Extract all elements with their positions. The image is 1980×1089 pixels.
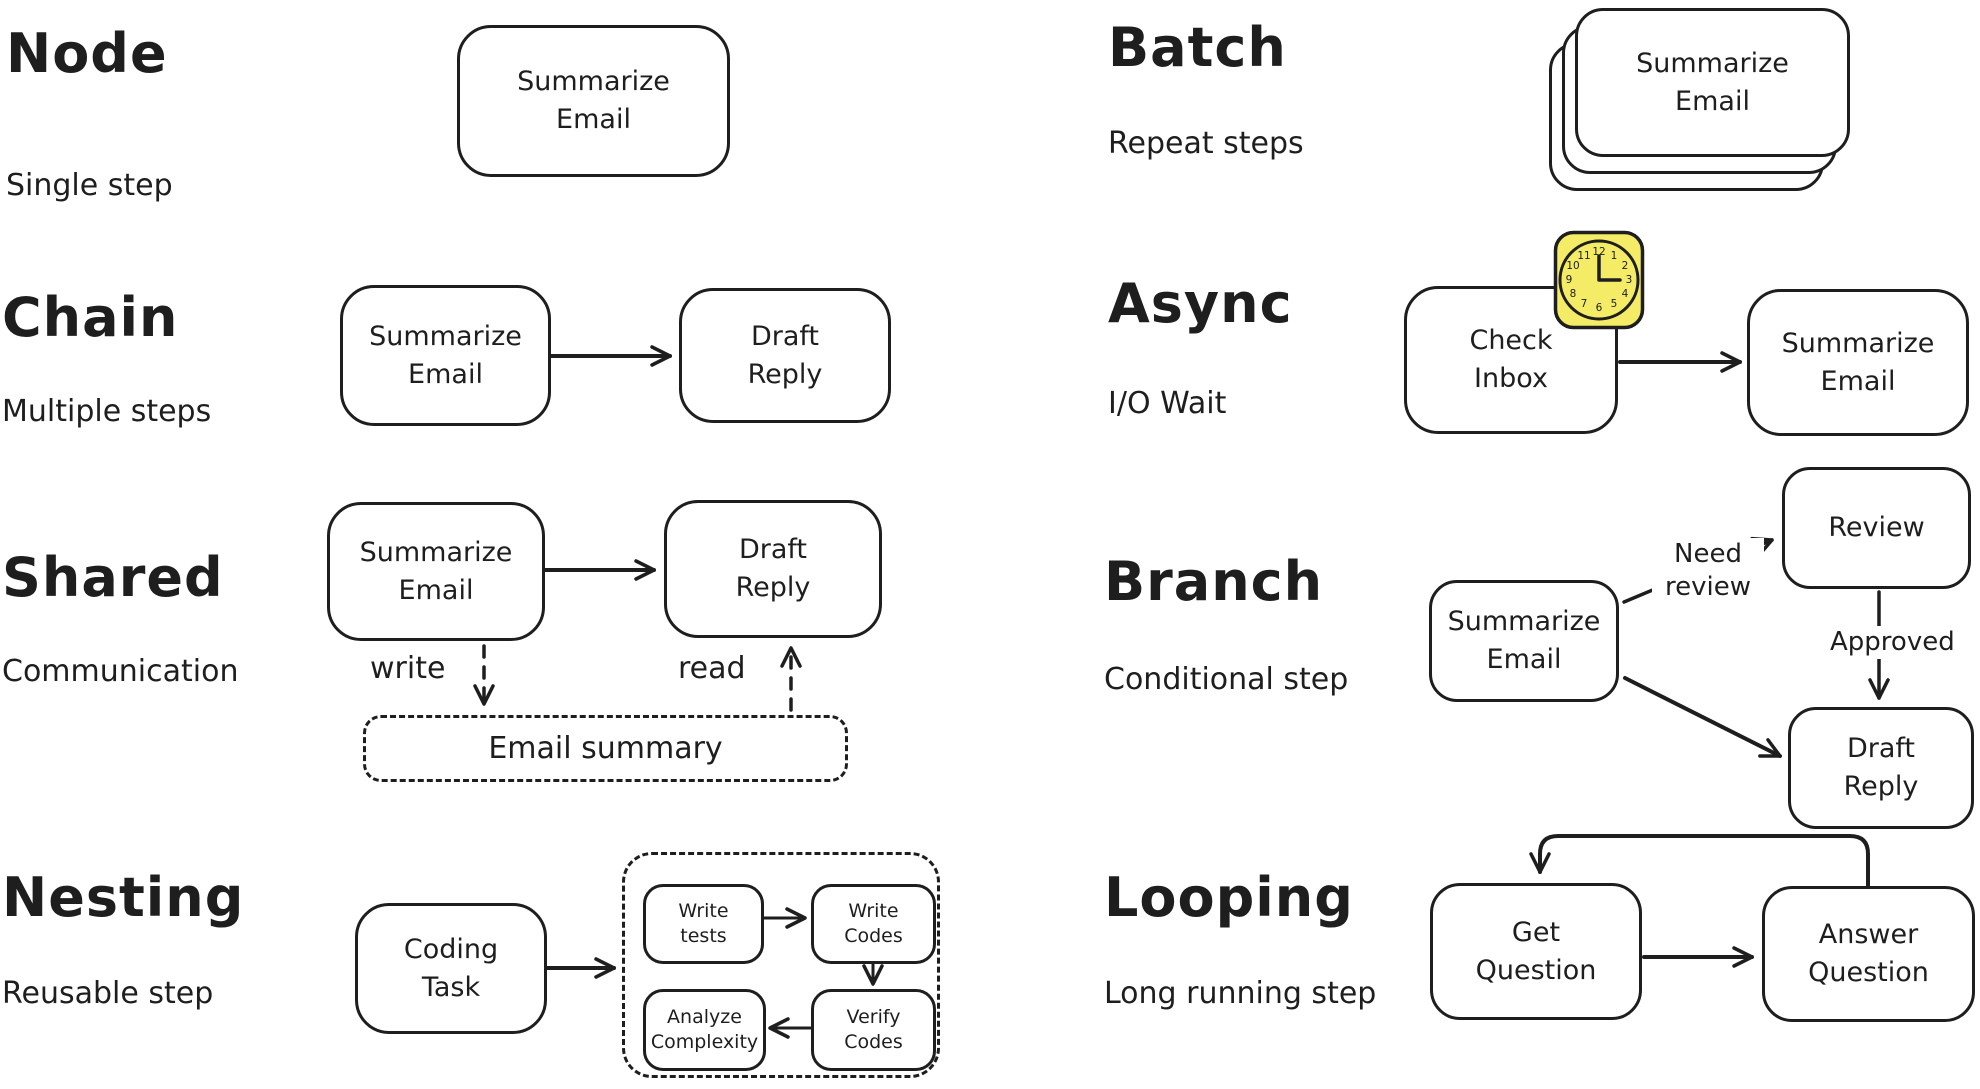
async-check-inbox-label: Check Inbox (1469, 325, 1553, 394)
branch-review-label: Review (1828, 512, 1925, 544)
batch-summarize-email-label: Summarize Email (1636, 47, 1789, 117)
clock-number-6: 6 (1596, 302, 1603, 314)
clock-number-12: 12 (1592, 246, 1605, 258)
chain-draft-reply-label: Draft Reply (747, 320, 823, 390)
async-summarize-email-box: Summarize Email (1747, 289, 1969, 436)
node-summarize-email-label: Summarize Email (517, 66, 670, 135)
nesting-dashed-container (622, 852, 940, 1078)
async-section-title: Async (1108, 272, 1293, 335)
branch-summarize-email-label: Summarize Email (1447, 606, 1601, 675)
chain-section-title: Chain (2, 286, 179, 349)
branch-section-title: Branch (1104, 550, 1324, 613)
shared-read-edge-label: read (672, 650, 752, 688)
branch-need-review-edge-label: Need review (1652, 538, 1764, 603)
nesting-verify-codes-box: Verify Codes (811, 989, 936, 1071)
shared-email-summary-store: Email summary (363, 715, 848, 782)
nesting-write-codes-box: Write Codes (811, 884, 936, 964)
batch-section-subtitle: Repeat steps (1108, 126, 1304, 161)
branch-direct-arrow (1623, 676, 1782, 758)
node-summarize-email-box: Summarize Email (457, 25, 730, 177)
shared-draft-reply-label: Draft Reply (735, 534, 811, 603)
branch-draft-reply-box: Draft Reply (1788, 707, 1974, 829)
looping-back-arrow (1529, 834, 1870, 888)
looping-section-title: Looping (1104, 866, 1354, 929)
branch-approved-edge-label: Approved (1824, 626, 1961, 659)
clock-number-1: 1 (1611, 250, 1618, 262)
shared-summarize-email-box: Summarize Email (327, 502, 545, 641)
nesting-section-subtitle: Reusable step (2, 976, 214, 1011)
chain-draft-reply-box: Draft Reply (679, 288, 891, 423)
shared-summarize-email-label: Summarize Email (359, 536, 513, 606)
batch-summarize-email-box: Summarize Email (1575, 8, 1850, 157)
looping-get-question-box: Get Question (1430, 883, 1642, 1020)
chain-section-subtitle: Multiple steps (2, 394, 212, 429)
clock-number-2: 2 (1622, 260, 1629, 272)
nesting-write-codes-label: Write Codes (844, 900, 903, 947)
clock-number-8: 8 (1570, 288, 1577, 300)
looping-answer-question-label: Answer Question (1808, 919, 1929, 988)
shared-email-summary-label: Email summary (488, 730, 723, 766)
shared-draft-reply-box: Draft Reply (664, 500, 882, 638)
clock-number-9: 9 (1566, 274, 1573, 286)
async-summarize-email-label: Summarize Email (1781, 327, 1935, 397)
shared-section-subtitle: Communication (2, 654, 239, 689)
looping-answer-question-box: Answer Question (1762, 886, 1975, 1022)
nesting-section-title: Nesting (2, 866, 245, 929)
clock-number-10: 10 (1566, 260, 1579, 272)
chain-summarize-email-label: Summarize Email (369, 320, 522, 390)
nesting-write-tests-box: Write tests (643, 884, 764, 964)
node-section-title: Node (6, 22, 168, 85)
nesting-coding-task-box: Coding Task (355, 903, 547, 1034)
nesting-write-tests-label: Write tests (678, 900, 729, 947)
chain-summarize-email-box: Summarize Email (340, 285, 551, 426)
branch-section-subtitle: Conditional step (1104, 662, 1349, 697)
clock-number-4: 4 (1622, 288, 1629, 300)
async-section-subtitle: I/O Wait (1108, 386, 1227, 421)
shared-section-title: Shared (2, 546, 224, 609)
nesting-coding-task-label: Coding Task (403, 933, 499, 1003)
clock-number-11: 11 (1577, 250, 1590, 262)
looping-section-subtitle: Long running step (1104, 976, 1377, 1011)
clock-number-5: 5 (1611, 298, 1618, 310)
nesting-analyze-complexity-label: Analyze Complexity (650, 1006, 759, 1053)
batch-section-title: Batch (1108, 16, 1287, 79)
branch-summarize-email-box: Summarize Email (1429, 580, 1619, 702)
branch-review-box: Review (1782, 467, 1971, 589)
nesting-analyze-complexity-box: Analyze Complexity (643, 989, 766, 1071)
node-section-subtitle: Single step (6, 168, 173, 203)
nesting-verify-codes-label: Verify Codes (844, 1006, 903, 1053)
shared-write-edge-label: write (364, 650, 452, 688)
looping-get-question-label: Get Question (1475, 916, 1597, 986)
clock-icon: 12 1 2 3 4 5 6 7 8 9 10 11 (1553, 230, 1645, 330)
clock-number-7: 7 (1581, 298, 1588, 310)
branch-draft-reply-label: Draft Reply (1843, 733, 1919, 802)
clock-number-3: 3 (1626, 274, 1633, 286)
